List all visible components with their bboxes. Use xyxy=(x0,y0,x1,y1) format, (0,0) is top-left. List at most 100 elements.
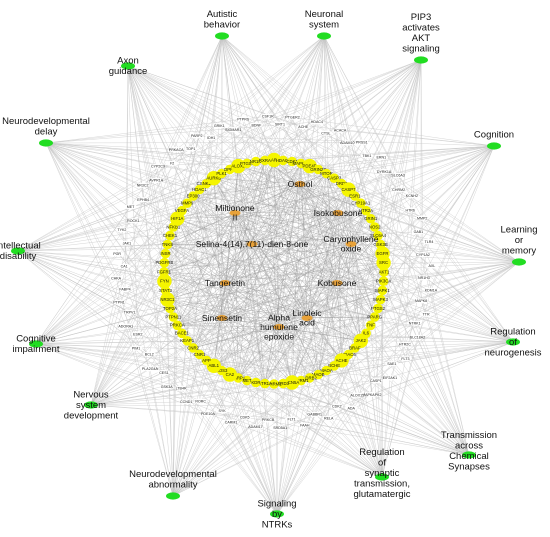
target-label: CASP3 xyxy=(327,176,342,181)
pathway-edge xyxy=(233,129,520,263)
compound-edge xyxy=(192,282,226,348)
pathway-edge xyxy=(172,325,178,497)
pathway-edge xyxy=(221,35,234,130)
compound-edge xyxy=(167,212,236,245)
compound-label: Alpha xyxy=(268,312,290,322)
pathway-edge xyxy=(404,344,470,456)
pathway-edge xyxy=(221,370,278,515)
pathway-edge xyxy=(276,382,293,515)
target-label: SIGMAR1 xyxy=(225,128,241,132)
compound-edge xyxy=(234,173,327,214)
pathway-edge xyxy=(90,404,337,407)
target-label: MAPK14 xyxy=(293,161,311,166)
compound-edge xyxy=(177,325,280,328)
pathway-edge xyxy=(45,142,335,179)
target-node: ADA xyxy=(344,405,358,411)
pathway-label: by xyxy=(272,509,282,520)
pathway-edge xyxy=(17,250,222,371)
compound-label: Kobusone xyxy=(318,278,357,288)
target-node: BCHE xyxy=(328,361,340,371)
pathway-edge xyxy=(414,261,520,324)
target-node: TOP1 xyxy=(184,146,198,152)
pathway-edge xyxy=(45,142,123,230)
pathway-edge xyxy=(127,65,144,200)
pathway-node: Cognition xyxy=(474,130,514,150)
pathway-edge xyxy=(35,343,248,381)
pathway-edge xyxy=(180,388,278,515)
target-node: ADORA1 xyxy=(118,323,133,329)
target-label: F2 xyxy=(170,162,174,166)
pathway-node: Regulationofsynaptictransmission,glutama… xyxy=(353,447,410,500)
pathway-edge xyxy=(35,343,208,414)
pathway-edge xyxy=(323,35,362,143)
target-label: HTR2A xyxy=(359,208,373,213)
target-label: EP300 xyxy=(187,194,201,199)
compound-edge xyxy=(167,212,339,245)
compound-label: Sinensetin xyxy=(202,313,242,323)
pathway-edge xyxy=(90,300,422,406)
target-label: MMP2 xyxy=(417,216,427,220)
pathway-edge xyxy=(45,142,126,327)
pathway-edge xyxy=(417,145,495,338)
target-label: AURKB xyxy=(206,176,221,181)
compound-edge xyxy=(278,290,383,328)
compound-edge xyxy=(306,235,379,319)
pathway-edge xyxy=(420,300,470,456)
compound-edge xyxy=(300,163,352,245)
pathway-label: neurogenesis xyxy=(484,347,541,358)
pathway-edge xyxy=(35,343,214,366)
target-node: MMP2 xyxy=(415,215,429,221)
compound-edge xyxy=(337,212,342,361)
compound-edge xyxy=(336,262,384,284)
target-node: CNR1 xyxy=(194,349,206,360)
pathway-label: disability xyxy=(0,251,36,262)
compound-edge xyxy=(336,282,361,341)
compound-edge xyxy=(251,173,327,245)
compound-edge xyxy=(213,178,308,319)
pathway-edge xyxy=(221,35,381,245)
target-label: HTR1A xyxy=(258,381,272,386)
pathway-edge xyxy=(221,35,342,184)
pathway-edge xyxy=(45,121,317,144)
target-label: PRKACA xyxy=(169,148,184,152)
target-node: GABBR1 xyxy=(307,411,322,417)
target-label: SYK xyxy=(218,409,226,413)
compound-edge xyxy=(221,160,266,319)
pathway-edge xyxy=(276,370,327,515)
pathway-edge xyxy=(45,142,379,309)
target-node: AKT1 xyxy=(379,267,390,277)
target-node: DYRK1A xyxy=(377,168,392,175)
pathway-label: transmission, xyxy=(354,478,410,489)
compound-edge xyxy=(213,282,226,366)
pathway-edge xyxy=(361,142,514,343)
pathway-edge xyxy=(165,290,514,343)
pathway-edge xyxy=(17,250,182,389)
pathway-edge xyxy=(334,341,514,366)
compound-label: Isokobusone xyxy=(314,208,363,218)
compound-edge xyxy=(318,282,338,375)
target-label: NTRK1 xyxy=(409,322,421,326)
target-node: PTGER2 xyxy=(285,114,300,120)
pathway-edge xyxy=(35,290,431,345)
target-label: CHRM2 xyxy=(392,188,405,192)
compound-edge xyxy=(221,166,239,319)
pathway-edge xyxy=(199,35,325,355)
compound-edge xyxy=(238,183,301,378)
target-node: FLT3 xyxy=(398,356,412,362)
target-label: ALOX5 xyxy=(231,164,245,169)
target-label: MET xyxy=(242,378,251,383)
pathway-edge xyxy=(90,226,174,406)
target-label: STAT3 xyxy=(159,288,172,293)
target-label: EGFR xyxy=(377,251,389,256)
compound-edge xyxy=(163,243,253,273)
compound-edge xyxy=(167,244,308,319)
compound-edge xyxy=(238,165,352,245)
target-node: ESR2 xyxy=(131,331,145,337)
compound-edge xyxy=(224,160,266,284)
target-label: PTGER2 xyxy=(285,115,299,119)
target-label: TLR4 xyxy=(425,240,434,244)
target-label: ESR1 xyxy=(349,194,361,199)
pathway-edge xyxy=(230,35,325,423)
